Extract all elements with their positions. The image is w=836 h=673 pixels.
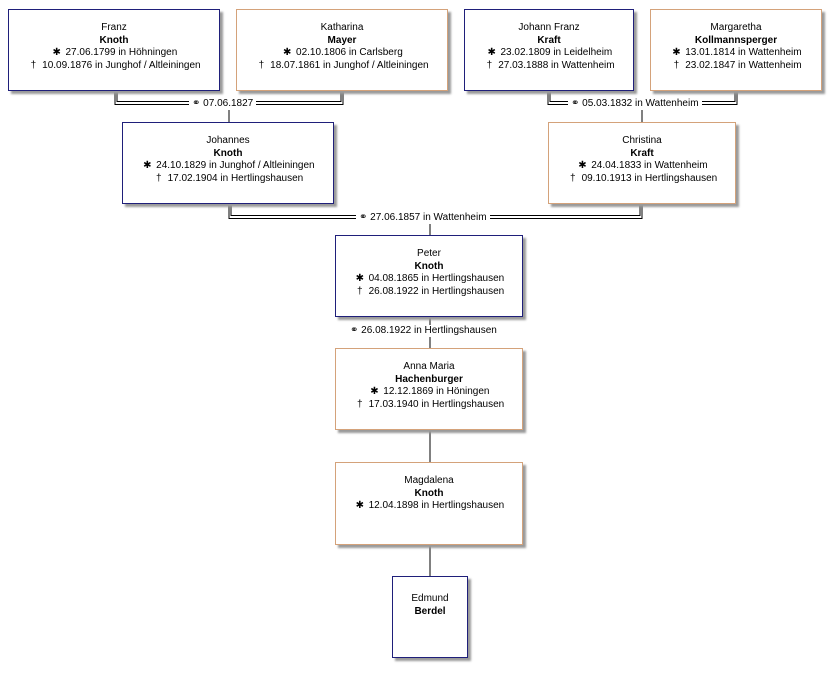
birth-line: ✱ 02.10.1806 in Carlsberg: [237, 47, 447, 60]
surname: Knoth: [414, 260, 444, 272]
death-line: † 09.10.1913 in Hertlingshausen: [549, 173, 735, 186]
person-box-franz-knoth[interactable]: Franz Knoth ✱ 27.06.1799 in Höhningen † …: [8, 9, 220, 91]
death-info: 23.02.1847 in Wattenheim: [685, 59, 802, 71]
given-name: Christina: [622, 135, 662, 146]
death-info: 27.03.1888 in Wattenheim: [498, 59, 615, 71]
given-name: Johann Franz: [518, 22, 580, 33]
birth-info: 24.04.1833 in Wattenheim: [591, 160, 708, 171]
birth-line: ✱ 24.10.1829 in Junghof / Altleiningen: [123, 160, 333, 173]
given-name: Peter: [417, 248, 441, 259]
death-icon: †: [258, 59, 265, 71]
birth-info: 12.12.1869 in Höningen: [383, 386, 490, 397]
death-info: 26.08.1922 in Hertlingshausen: [368, 285, 505, 297]
death-icon: †: [30, 59, 37, 71]
birth-icon: ✱: [578, 160, 587, 171]
death-icon: †: [486, 59, 493, 71]
birth-info: 23.02.1809 in Leidelheim: [500, 47, 613, 58]
marriage-label-franz-katharina: ⚭ 07.06.1827: [189, 98, 257, 110]
birth-line: ✱ 12.12.1869 in Höningen: [336, 386, 522, 399]
birth-icon: ✱: [355, 500, 364, 511]
surname: Hachenburger: [395, 373, 463, 385]
death-line: † 26.08.1922 in Hertlingshausen: [336, 286, 522, 299]
birth-info: 04.08.1865 in Hertlingshausen: [368, 273, 505, 284]
marriage-label-kraft-kollmannsperger: ⚭ 05.03.1832 in Wattenheim: [568, 98, 702, 110]
birth-line: ✱ 23.02.1809 in Leidelheim: [465, 47, 633, 60]
birth-line: ✱ 27.06.1799 in Höhningen: [9, 47, 219, 60]
marriage-icon: ⚭: [192, 98, 201, 109]
person-box-magdalena-knoth[interactable]: Magdalena Knoth ✱ 12.04.1898 in Hertling…: [335, 462, 523, 545]
birth-info: 02.10.1806 in Carlsberg: [296, 47, 403, 58]
birth-line: ✱ 24.04.1833 in Wattenheim: [549, 160, 735, 173]
given-name: Anna Maria: [403, 361, 455, 372]
death-info: 17.03.1940 in Hertlingshausen: [368, 398, 505, 410]
death-line: † 17.03.1940 in Hertlingshausen: [336, 399, 522, 412]
birth-line: ✱ 13.01.1814 in Wattenheim: [651, 47, 821, 60]
death-info: 09.10.1913 in Hertlingshausen: [581, 172, 718, 184]
death-icon: †: [673, 59, 680, 71]
death-icon: †: [156, 172, 162, 184]
given-name: Franz: [101, 22, 127, 33]
person-box-margaretha-kollmannsperger[interactable]: Margaretha Kollmannsperger ✱ 13.01.1814 …: [650, 9, 822, 91]
surname: Mayer: [327, 34, 357, 46]
person-box-katharina-mayer[interactable]: Katharina Mayer ✱ 02.10.1806 in Carlsber…: [236, 9, 448, 91]
person-box-edmund-berdel[interactable]: Edmund Berdel: [392, 576, 468, 658]
marriage-icon: ⚭: [571, 98, 580, 109]
marriage-label-johannes-christina: ⚭ 27.06.1857 in Wattenheim: [356, 212, 490, 224]
person-box-johannes-knoth[interactable]: Johannes Knoth ✱ 24.10.1829 in Junghof /…: [122, 122, 334, 204]
death-info: 17.02.1904 in Hertlingshausen: [167, 172, 304, 184]
given-name: Edmund: [411, 593, 449, 604]
surname: Knoth: [213, 147, 243, 159]
marriage-date: 05.03.1832 in Wattenheim: [582, 98, 699, 109]
person-box-johann-franz-kraft[interactable]: Johann Franz Kraft ✱ 23.02.1809 in Leide…: [464, 9, 634, 91]
birth-icon: ✱: [52, 47, 61, 58]
given-name: Katharina: [320, 22, 364, 33]
birth-info: 13.01.1814 in Wattenheim: [685, 47, 802, 58]
death-line: † 17.02.1904 in Hertlingshausen: [123, 173, 333, 186]
death-info: 10.09.1876 in Junghof / Altleiningen: [42, 59, 201, 71]
death-icon: †: [357, 398, 363, 410]
death-icon: †: [570, 172, 576, 184]
marriage-label-peter-annamaria: ⚭ 26.08.1922 in Hertlingshausen: [347, 325, 500, 337]
birth-icon: ✱: [370, 386, 379, 397]
surname: Kraft: [630, 147, 654, 159]
birth-info: 12.04.1898 in Hertlingshausen: [368, 500, 505, 511]
given-name: Margaretha: [710, 22, 762, 33]
death-line: † 10.09.1876 in Junghof / Altleiningen: [9, 60, 219, 73]
marriage-date: 27.06.1857 in Wattenheim: [370, 212, 487, 223]
death-info: 18.07.1861 in Junghof / Altleiningen: [270, 59, 429, 71]
birth-line: ✱ 04.08.1865 in Hertlingshausen: [336, 273, 522, 286]
given-name: Magdalena: [404, 475, 454, 486]
surname: Knoth: [99, 34, 129, 46]
marriage-date: 07.06.1827: [203, 98, 254, 109]
death-line: † 23.02.1847 in Wattenheim: [651, 60, 821, 73]
death-line: † 18.07.1861 in Junghof / Altleiningen: [237, 60, 447, 73]
person-box-anna-maria-hachenburger[interactable]: Anna Maria Hachenburger ✱ 12.12.1869 in …: [335, 348, 523, 430]
surname: Kollmannsperger: [694, 34, 778, 46]
surname: Kraft: [537, 34, 561, 46]
birth-info: 24.10.1829 in Junghof / Altleiningen: [156, 160, 315, 171]
birth-icon: ✱: [143, 160, 152, 171]
birth-icon: ✱: [672, 47, 681, 58]
birth-icon: ✱: [355, 273, 364, 284]
surname: Berdel: [414, 605, 446, 617]
death-icon: †: [357, 285, 363, 297]
marriage-icon: ⚭: [359, 212, 368, 223]
surname: Knoth: [414, 487, 444, 499]
marriage-date: 26.08.1922 in Hertlingshausen: [361, 325, 497, 336]
person-box-peter-knoth[interactable]: Peter Knoth ✱ 04.08.1865 in Hertlingshau…: [335, 235, 523, 317]
person-box-christina-kraft[interactable]: Christina Kraft ✱ 24.04.1833 in Wattenhe…: [548, 122, 736, 204]
birth-info: 27.06.1799 in Höhningen: [65, 47, 178, 58]
birth-icon: ✱: [283, 47, 292, 58]
given-name: Johannes: [206, 135, 250, 146]
birth-line: ✱ 12.04.1898 in Hertlingshausen: [336, 500, 522, 513]
marriage-icon: ⚭: [350, 325, 359, 336]
death-line: † 27.03.1888 in Wattenheim: [465, 60, 633, 73]
birth-icon: ✱: [487, 47, 496, 58]
